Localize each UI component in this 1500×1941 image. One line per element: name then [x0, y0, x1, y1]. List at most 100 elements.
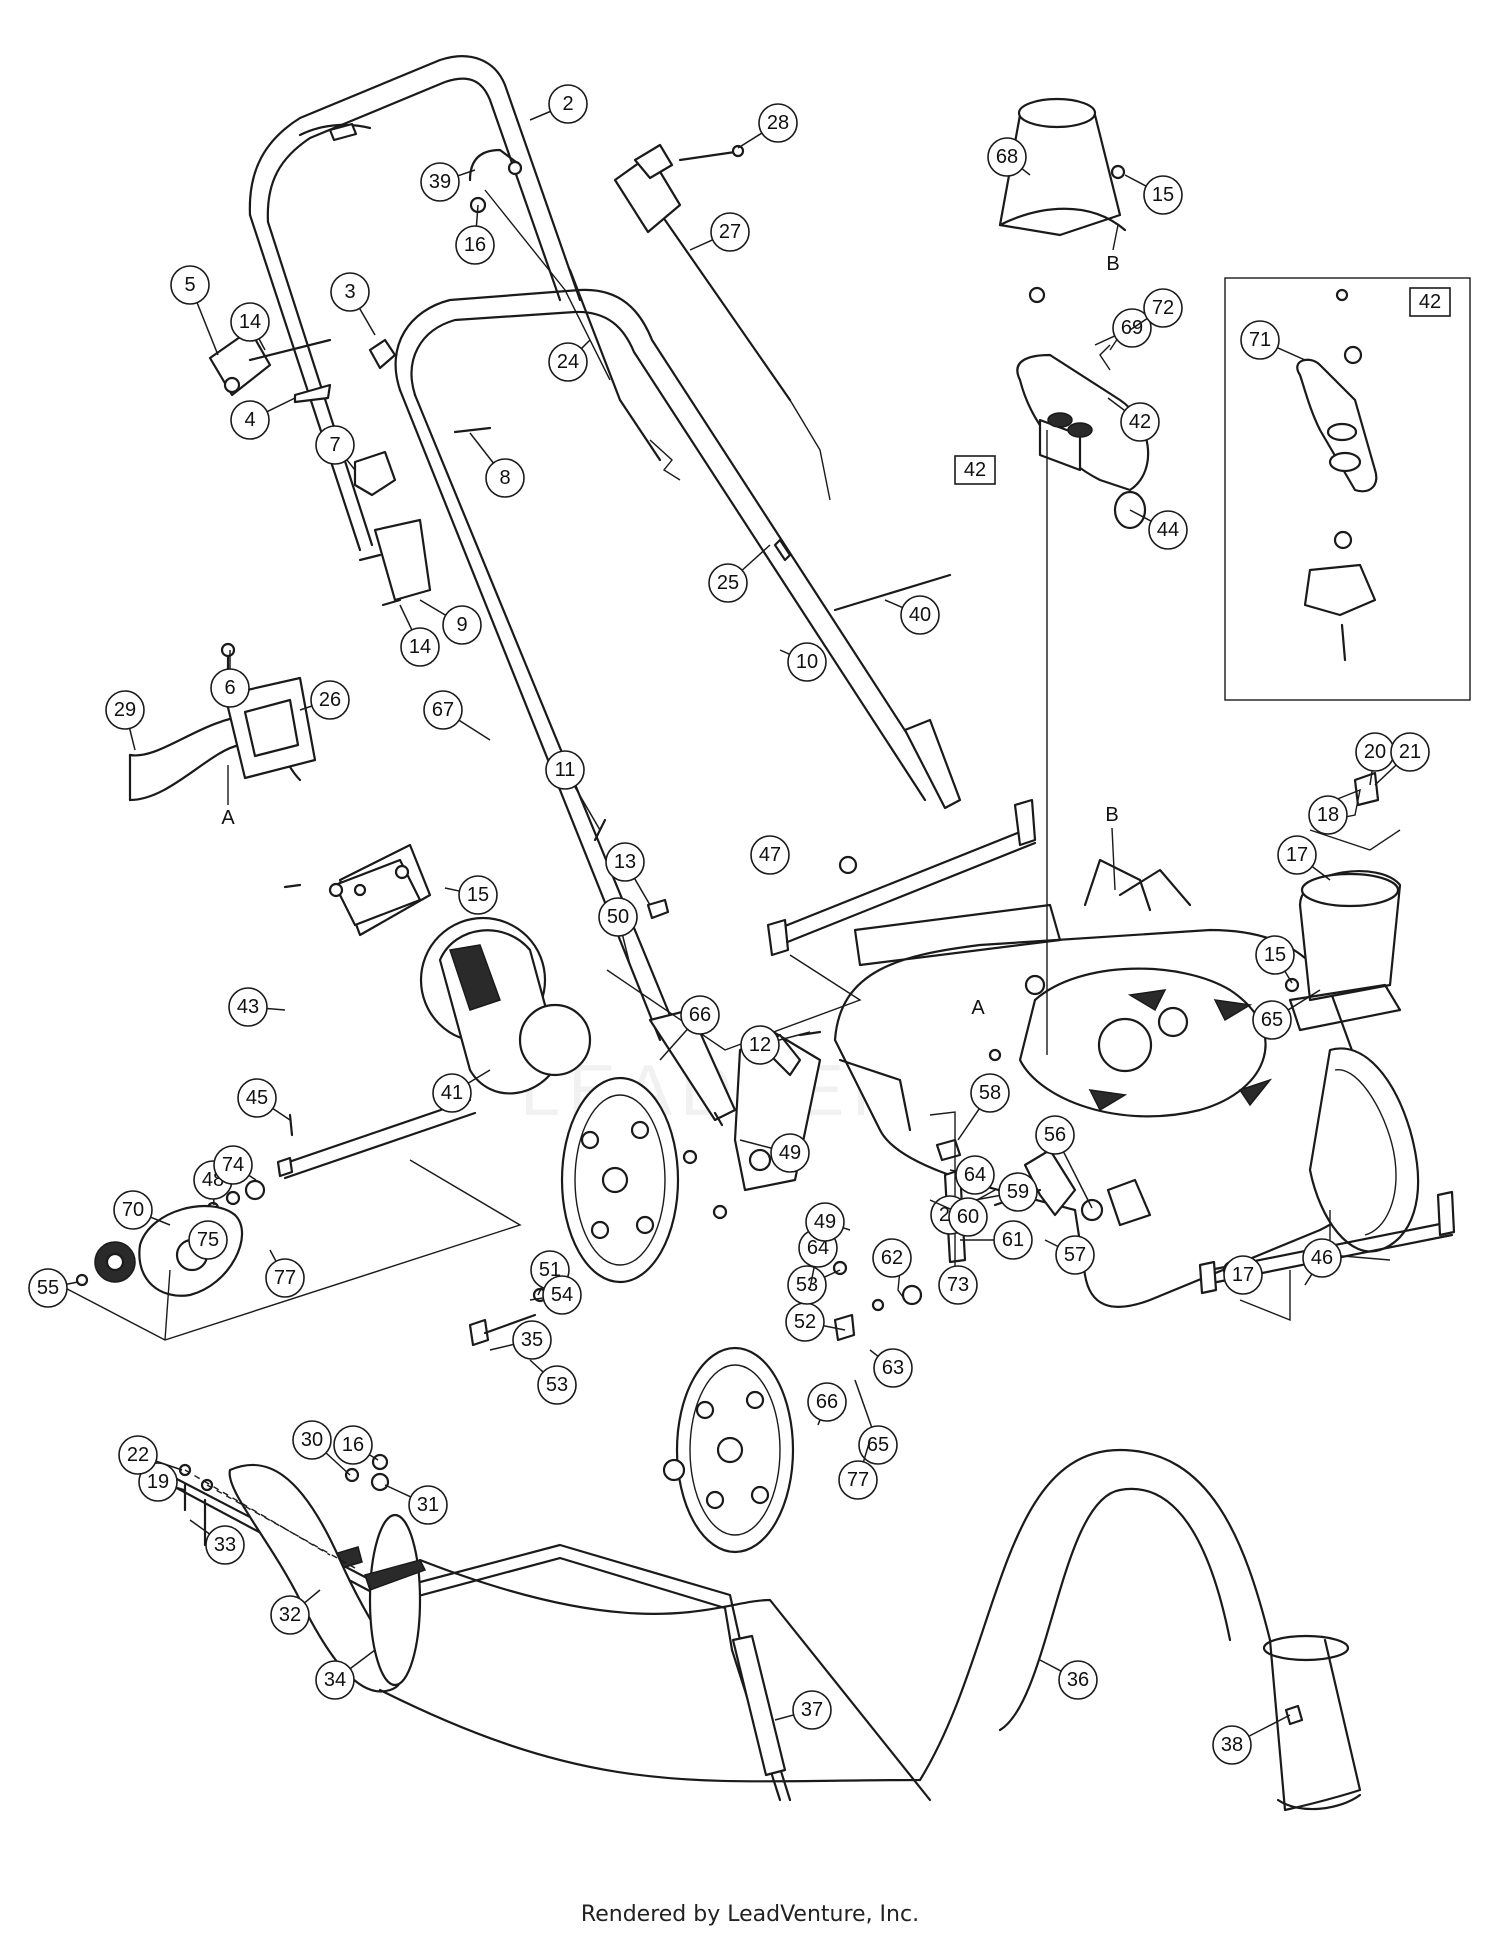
- callout-number: 71: [1249, 329, 1271, 351]
- ref-letter-a2: A: [971, 997, 985, 1019]
- callout-16: 16: [455, 204, 495, 265]
- callout-number: 51: [539, 1259, 561, 1281]
- callout-number: 26: [319, 689, 341, 711]
- callout-7: 7: [315, 425, 356, 471]
- callout-number: 43: [237, 996, 259, 1018]
- callout-number: 49: [779, 1142, 801, 1164]
- footer-credit: Rendered by LeadVenture, Inc.: [580, 1902, 920, 1927]
- callout-number: 6: [224, 677, 235, 699]
- callout-69: 69: [1094, 308, 1152, 348]
- nut-16: [371, 1453, 389, 1471]
- callout-number: 66: [689, 1004, 711, 1026]
- bag-36: [378, 1448, 1362, 1812]
- gear-81: [94, 1241, 136, 1283]
- cable-24: [568, 268, 662, 462]
- callout-15: 15: [444, 875, 498, 915]
- bolt-9b: [381, 598, 402, 607]
- bolt-15c: [328, 882, 344, 898]
- nut-71: [1028, 286, 1046, 304]
- callout-number: 21: [1399, 741, 1421, 763]
- callout-number: 24: [557, 351, 579, 373]
- callout-57: 57: [1044, 1235, 1095, 1275]
- callout-34: 34: [315, 1649, 376, 1700]
- callout-46: 46: [1302, 1238, 1342, 1286]
- callout-59: 59: [974, 1172, 1038, 1212]
- callout-number: 22: [127, 1444, 149, 1466]
- bag-frame-35: [148, 1463, 792, 1802]
- callout-number: 42: [1129, 411, 1151, 433]
- washer-60: [901, 1284, 923, 1306]
- callout-number: 36: [1067, 1669, 1089, 1691]
- callout-35: 35: [489, 1320, 552, 1360]
- callout-number: 2: [562, 93, 573, 115]
- bolt-61: [833, 1313, 856, 1342]
- bolt-53-shaft: [483, 1313, 537, 1335]
- callout-9: 9: [419, 599, 482, 645]
- callout-number: 25: [717, 572, 739, 594]
- callout-45: 45: [237, 1078, 291, 1121]
- ref-b2-leader: [1111, 827, 1116, 891]
- callout-number: 54: [551, 1284, 573, 1306]
- callout-13: 13: [605, 842, 651, 906]
- nut-30: [344, 1467, 360, 1483]
- callout-16: 16: [333, 1425, 379, 1465]
- callout-32: 32: [270, 1589, 321, 1635]
- callout-50: 50: [598, 897, 638, 966]
- callout-number: 38: [1221, 1734, 1243, 1756]
- knob-13: [646, 898, 670, 920]
- deck-rear-wheel: [1308, 1047, 1420, 1253]
- callout-77: 77: [265, 1249, 305, 1298]
- callout-number: 28: [767, 112, 789, 134]
- callout-number: 19: [147, 1471, 169, 1493]
- callout-number: 33: [214, 1534, 236, 1556]
- clip-4: [293, 383, 332, 404]
- height-plate: [1106, 1178, 1152, 1227]
- ref-letter-b: B: [1106, 253, 1119, 275]
- callout-62: 62: [872, 1238, 912, 1278]
- callout-53: 53: [787, 1265, 841, 1305]
- svg-text:42: 42: [964, 459, 986, 481]
- rod-40: [833, 573, 952, 612]
- callout-number: 46: [1311, 1247, 1333, 1269]
- callout-27: 27: [689, 212, 750, 252]
- belt-inset: [1224, 277, 1471, 701]
- callout-number: 47: [759, 844, 781, 866]
- callout-number: 64: [964, 1164, 986, 1186]
- callout-61: 61: [960, 1220, 1033, 1260]
- callout-30: 30: [292, 1420, 351, 1476]
- bolt-44: [283, 883, 302, 889]
- bolt-8: [453, 426, 492, 434]
- callout-22: 22: [118, 1435, 183, 1475]
- callout-number: 10: [796, 651, 818, 673]
- callout-number: 30: [301, 1429, 323, 1451]
- callout-number: 37: [801, 1699, 823, 1721]
- callout-49: 49: [739, 1133, 810, 1173]
- callout-number: 60: [957, 1206, 979, 1228]
- callout-number: 34: [324, 1669, 346, 1691]
- callout-number: 58: [979, 1082, 1001, 1104]
- callout-15: 15: [1255, 935, 1295, 984]
- callout-53: 53: [529, 1359, 577, 1405]
- boxed-42-inset: 42: [1409, 287, 1451, 317]
- bag-tube-32: [228, 1463, 427, 1693]
- knob-3: [368, 338, 397, 370]
- callout-number: 11: [555, 759, 576, 781]
- callout-number: 12: [749, 1034, 771, 1056]
- knob-7: [353, 450, 397, 497]
- idler-housing-18: [1288, 870, 1402, 1032]
- spring-69: [1099, 344, 1111, 371]
- callout-55: 55: [28, 1268, 79, 1308]
- ref-b-leader: [1112, 224, 1119, 251]
- callout-number: 70: [122, 1199, 144, 1221]
- washer-56: [1080, 1198, 1104, 1222]
- callout-63: 63: [869, 1348, 913, 1388]
- callout-64: 64: [949, 1155, 995, 1195]
- callout-number: 72: [1152, 297, 1174, 319]
- callout-43: 43: [228, 987, 286, 1027]
- callout-number: 4: [244, 409, 255, 431]
- callout-20: 20: [1355, 732, 1395, 786]
- callout-number: 64: [807, 1237, 829, 1259]
- callout-number: 16: [342, 1434, 364, 1456]
- callout-number: 29: [114, 699, 136, 721]
